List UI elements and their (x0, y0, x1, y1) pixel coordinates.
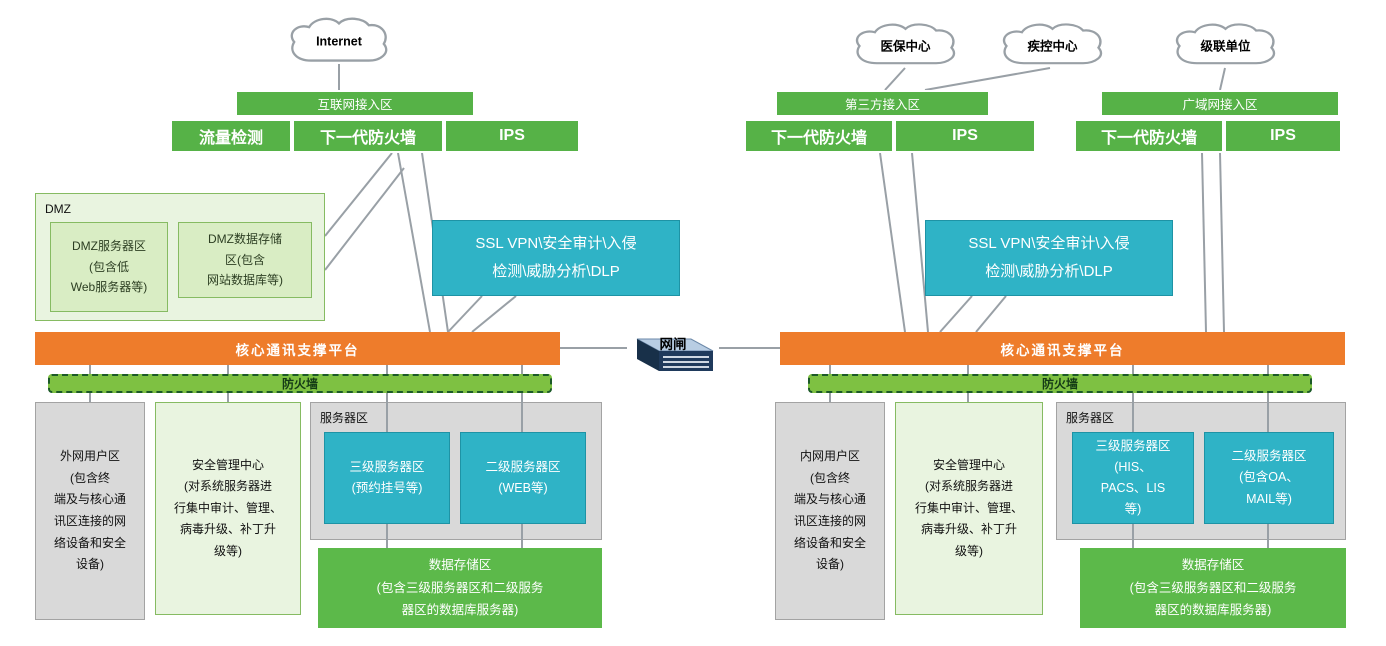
medical-insurance-cloud: 医保中心 (848, 22, 963, 70)
tier2-server-box-left: 二级服务器区 (WEB等) (460, 432, 586, 524)
firewall-bar-left: 防火墙 (48, 374, 552, 393)
internet-cloud-label: Internet (316, 34, 362, 49)
security-mgmt-center-right: 安全管理中心 (对系统服务器进 行集中审计、管理、 病毒升级、补丁升 级等) (895, 402, 1043, 615)
dmz-server-box: DMZ服务器区 (包含低 Web服务器等) (50, 222, 168, 312)
dmz-zone-label: DMZ (45, 202, 71, 216)
cdc-cloud: 疾控中心 (995, 22, 1110, 70)
data-storage-right: 数据存储区 (包含三级服务器区和二级服务 器区的数据库服务器) (1080, 548, 1346, 628)
data-storage-left: 数据存储区 (包含三级服务器区和二级服务 器区的数据库服务器) (318, 548, 602, 628)
core-platform-right: 核心通讯支撑平台 (780, 332, 1345, 365)
cloud-icon (1002, 23, 1103, 65)
tier3-server-box-left: 三级服务器区 (预约挂号等) (324, 432, 450, 524)
ips-box-left: IPS (444, 119, 580, 153)
dmz-storage-box: DMZ数据存储 区(包含 网站数据库等) (178, 222, 312, 298)
ngfw-box-wan: 下一代防火墙 (1074, 119, 1224, 153)
server-zone-right-label: 服务器区 (1066, 411, 1115, 425)
ssl-vpn-box-left: SSL VPN\安全审计\入侵 检测\威胁分析\DLP (432, 220, 680, 296)
core-platform-left: 核心通讯支撑平台 (35, 332, 560, 365)
dmz-zone: DMZ DMZ服务器区 (包含低 Web服务器等) DMZ数据存储 区(包含 网… (35, 193, 325, 321)
ips-box-third-party: IPS (894, 119, 1036, 153)
wan-access-zone-header: 广域网接入区 (1100, 90, 1340, 117)
internet-access-zone-header: 互联网接入区 (235, 90, 475, 117)
gatekeeper-device-icon (636, 338, 714, 371)
traffic-detection-box: 流量检测 (170, 119, 292, 153)
tier2-server-box-right: 二级服务器区 (包含OA、 MAIL等) (1204, 432, 1334, 524)
cloud-icon (290, 17, 388, 62)
network-gatekeeper: 网闸 (627, 331, 719, 379)
ips-box-wan: IPS (1224, 119, 1342, 153)
third-party-access-zone-header: 第三方接入区 (775, 90, 990, 117)
gatekeeper-label: 网闸 (659, 337, 687, 352)
tier3-server-box-right: 三级服务器区 (HIS、 PACS、LIS 等) (1072, 432, 1194, 524)
internet-cloud: Internet (283, 16, 395, 68)
external-user-zone: 外网用户区 (包含终 端及与核心通 讯区连接的网 络设备和安全 设备) (35, 402, 145, 620)
ngfw-box-third-party: 下一代防火墙 (744, 119, 894, 153)
cascade-unit-cloud-label: 级联单位 (1200, 39, 1251, 54)
cloud-icon (855, 23, 956, 65)
cdc-cloud-label: 疾控中心 (1027, 39, 1078, 54)
security-mgmt-center-left: 安全管理中心 (对系统服务器进 行集中审计、管理、 病毒升级、补丁升 级等) (155, 402, 301, 615)
ssl-vpn-box-right: SSL VPN\安全审计\入侵 检测\威胁分析\DLP (925, 220, 1173, 296)
ngfw-box-left: 下一代防火墙 (292, 119, 444, 153)
internal-user-zone: 内网用户区 (包含终 端及与核心通 讯区连接的网 络设备和安全 设备) (775, 402, 885, 620)
cloud-icon (1175, 23, 1276, 65)
server-zone-left-label: 服务器区 (320, 411, 369, 425)
cascade-unit-cloud: 级联单位 (1168, 22, 1283, 70)
firewall-bar-right: 防火墙 (808, 374, 1312, 393)
medical-insurance-cloud-label: 医保中心 (880, 39, 931, 54)
